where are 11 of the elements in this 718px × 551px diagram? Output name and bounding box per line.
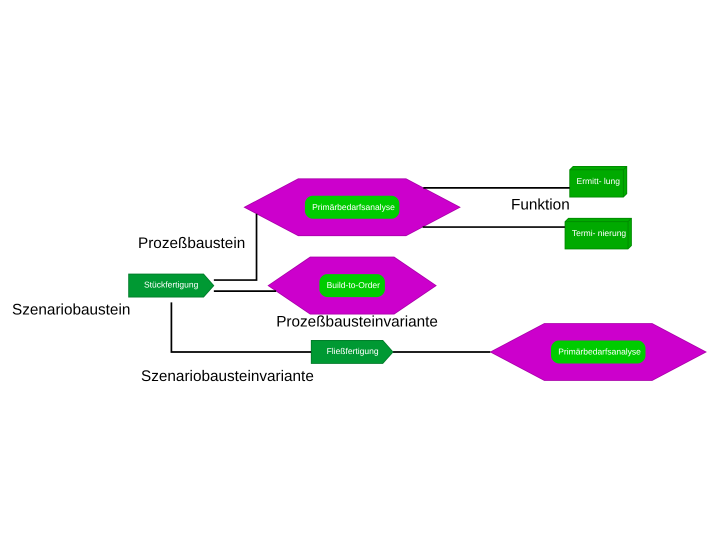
connector [422, 226, 565, 228]
connector [393, 350, 490, 352]
connector [170, 302, 312, 352]
node-label: Prozeßbaustein [138, 234, 246, 252]
connector [214, 213, 258, 280]
node-label: Szenariobaustein [12, 300, 130, 318]
node-label: Funktion [510, 196, 570, 213]
node-label: Prozeßbausteinvariante [276, 312, 438, 330]
connector [214, 290, 276, 292]
node-label: Szenariobausteinvariante [141, 367, 314, 384]
connector [423, 186, 570, 188]
